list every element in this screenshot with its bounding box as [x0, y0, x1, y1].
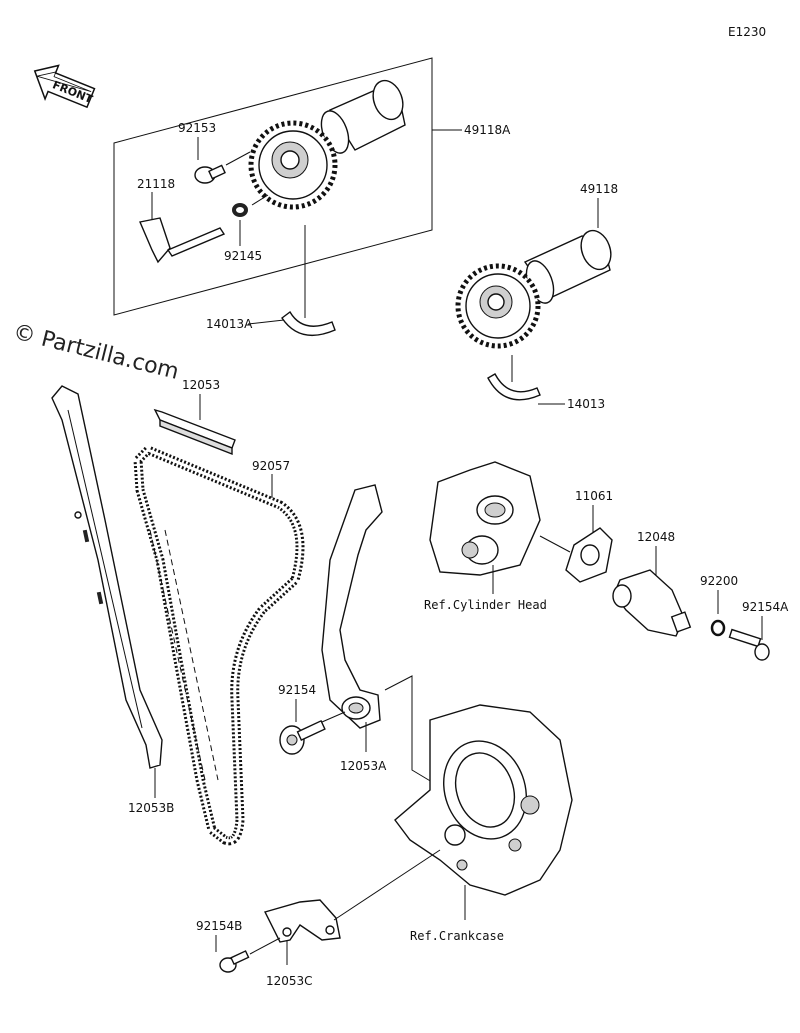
crankcase-ref — [394, 704, 573, 896]
bolt-92154B — [219, 950, 250, 973]
washer-92200 — [710, 619, 726, 637]
label-92057: 92057 — [252, 459, 290, 473]
halfring-14013 — [487, 373, 541, 401]
decompression-lever-21118 — [139, 217, 226, 264]
camshaft-intake — [248, 79, 406, 210]
label-92153: 92153 — [178, 121, 216, 135]
guide-bracket-12053C — [263, 899, 341, 943]
label-11061: 11061 — [575, 489, 613, 503]
front-arrow-icon: FRONT — [33, 64, 96, 109]
bolt-92154A — [728, 628, 770, 661]
spring-92145 — [232, 203, 248, 217]
camshaft-exhaust — [455, 229, 612, 349]
label-14013A: 14013A — [206, 317, 253, 331]
halfring-14013A — [281, 310, 336, 337]
label-12053A: 12053A — [340, 759, 387, 773]
cylinder-head-ref — [429, 461, 541, 576]
label-92145: 92145 — [224, 249, 262, 263]
label-49118: 49118 — [580, 182, 618, 196]
label-14013: 14013 — [567, 397, 605, 411]
ref-cylinder-head: Ref.Cylinder Head — [424, 598, 547, 612]
guide-12053 — [153, 408, 236, 449]
chain-tensioner-12048 — [612, 569, 692, 637]
label-92200: 92200 — [700, 574, 738, 588]
label-92154: 92154 — [278, 683, 316, 697]
diagram-code: E1230 — [728, 25, 766, 39]
bolt-92153 — [194, 164, 226, 184]
assembly-box-49118A — [113, 57, 433, 316]
tensioner-guide-12053A — [321, 484, 383, 729]
label-12048: 12048 — [637, 530, 675, 544]
label-49118A: 49118A — [464, 123, 511, 137]
label-92154B: 92154B — [196, 919, 242, 933]
ref-crankcase: Ref.Crankcase — [410, 929, 504, 943]
label-21118: 21118 — [137, 177, 175, 191]
label-92154A: 92154A — [742, 600, 789, 614]
watermark: © Partzilla.com — [11, 320, 182, 385]
chain-guide-12053B — [51, 385, 163, 769]
label-12053C: 12053C — [266, 974, 313, 988]
label-12053: 12053 — [182, 378, 220, 392]
timing-chain-92057 — [133, 444, 305, 846]
label-12053B: 12053B — [128, 801, 174, 815]
bolt-92154 — [279, 719, 326, 755]
